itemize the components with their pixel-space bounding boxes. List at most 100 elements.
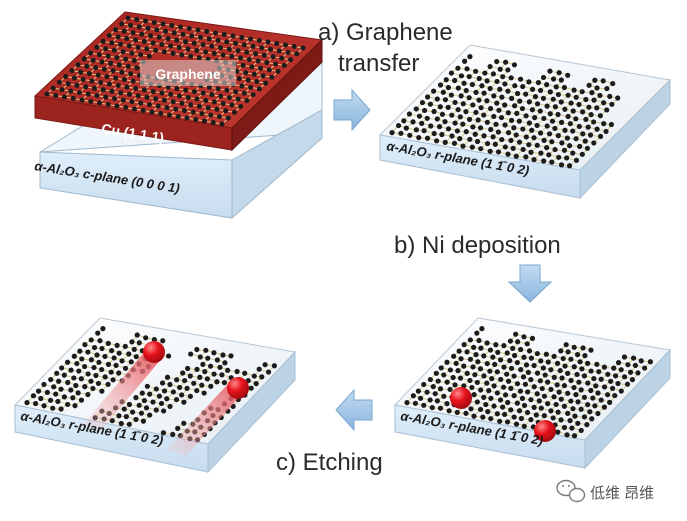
carbon-atom [555,111,561,118]
carbon-atom [439,111,446,117]
carbon-atom [598,397,604,403]
carbon-atom [35,388,42,394]
carbon-atom [452,120,458,126]
carbon-atom [632,362,639,368]
carbon-atom [197,354,203,360]
carbon-atom [550,96,556,102]
carbon-atom [246,57,252,63]
copper-right [231,38,323,152]
carbon-atom [94,352,100,358]
carbon-atom [140,108,146,113]
carbon-atom [288,57,294,63]
carbon-atom [517,76,524,82]
carbon-atom [437,82,444,88]
carbon-atom [438,365,444,371]
carbon-atom [518,346,524,353]
carbon-atom [96,52,102,58]
carbon-atom [183,39,189,45]
carbon-atom [508,365,515,371]
carbon-atom [108,369,114,375]
carbon-atom [241,42,247,48]
carbon-atom [558,119,565,125]
carbon-atom [146,102,152,108]
carbon-atom [488,416,494,422]
carbon-atom [481,394,487,400]
carbon-atom [567,121,573,127]
carbon-atom [464,66,470,72]
carbon-atom [528,416,534,423]
carbon-atom [523,91,529,97]
carbon-atom [118,41,124,47]
carbon-atom [441,372,447,378]
carbon-atom [502,411,508,418]
carbon-atom [151,336,157,343]
carbon-atom [97,338,103,344]
carbon-atom [209,92,215,98]
carbon-atom [467,377,473,384]
carbon-atom [244,49,250,55]
carbon-atom [211,99,217,105]
carbon-atom [548,408,554,414]
carbon-atom [469,81,475,88]
carbon-atom [589,416,595,422]
carbon-atom [191,89,197,95]
carbon-atom [105,340,111,347]
carbon-atom [577,359,583,365]
carbon-atom [587,132,594,138]
carbon-atom [642,365,648,371]
carbon-atom [522,381,529,387]
carbon-atom [588,112,594,118]
carbon-atom [471,413,477,419]
carbon-atom [194,346,200,353]
carbon-atom [126,43,132,49]
carbon-atom [556,154,562,160]
carbon-atom [118,90,124,96]
carbon-atom [174,377,180,383]
carbon-atom [605,371,611,377]
carbon-atom [450,374,456,381]
carbon-atom [116,370,122,376]
carbon-atom [461,383,467,389]
carbon-atom [466,95,472,101]
carbon-atom [78,69,84,75]
carbon-atom [434,116,440,122]
carbon-atom [170,389,176,395]
step-c-label: c) Etching [276,449,383,476]
carbon-atom [413,127,419,133]
carbon-atom [526,99,532,105]
carbon-atom [455,65,461,71]
carbon-atom [121,406,127,412]
carbon-atom [169,23,175,28]
carbon-atom [484,140,491,147]
carbon-atom [203,97,209,103]
carbon-atom [129,99,135,105]
carbon-atom [513,153,519,159]
carbon-atom [531,156,537,163]
carbon-atom [150,88,156,94]
carbon-atom [545,379,551,385]
carbon-atom [452,99,458,106]
carbon-atom [436,124,443,130]
carbon-atom [583,96,589,103]
carbon-atom [537,130,544,136]
carbon-atom [570,108,576,114]
carbon-atom [226,46,232,52]
carbon-atom [591,140,597,146]
carbon-atom [159,90,165,96]
carbon-atom [558,77,564,83]
carbon-atom [161,408,167,414]
carbon-atom [419,99,426,106]
carbon-atom [79,356,85,362]
carbon-atom [416,113,423,119]
carbon-atom [258,65,264,71]
carbon-atom [593,383,599,389]
carbon-atom [508,95,515,101]
carbon-atom [434,96,440,102]
carbon-atom [424,94,431,100]
carbon-atom [412,400,419,406]
carbon-atom [552,125,558,132]
carbon-atom [75,390,81,396]
carbon-atom [555,133,561,139]
carbon-atom [497,86,503,92]
